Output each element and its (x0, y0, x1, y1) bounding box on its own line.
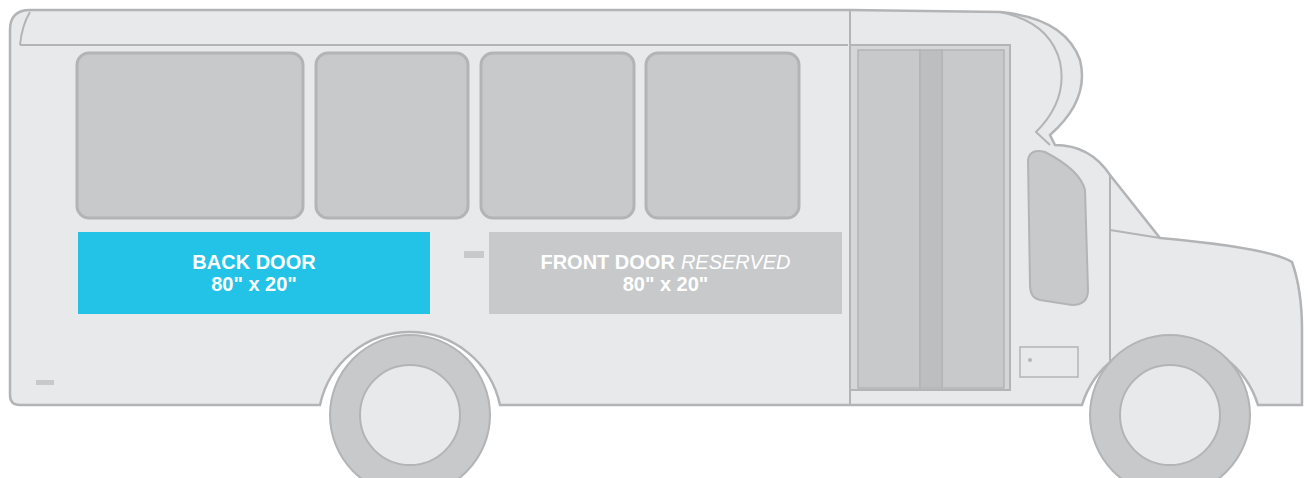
bus-body (10, 10, 1302, 405)
marker-light (36, 380, 54, 385)
panel-line: FRONT DOOR RESERVED (540, 251, 790, 273)
panel-text: 80" x 20" (623, 273, 709, 295)
door-panel (942, 50, 1004, 388)
window (316, 53, 468, 218)
window (646, 53, 799, 218)
panel-text: FRONT DOOR (540, 251, 674, 273)
panel-text: BACK DOOR (192, 251, 315, 273)
door-seam (920, 50, 942, 388)
window (481, 53, 634, 218)
wheel (330, 335, 490, 478)
step (850, 389, 1010, 391)
passenger-door (850, 45, 1010, 390)
door-handle-plate (1020, 347, 1078, 377)
panel-line: BACK DOOR (192, 251, 315, 273)
reserved-ad-panel: FRONT DOOR RESERVED80" x 20" (489, 232, 842, 314)
hub (1120, 365, 1220, 465)
marker-light (464, 251, 484, 258)
status-note: RESERVED (681, 251, 791, 273)
window (77, 53, 303, 218)
door-lock (1028, 358, 1032, 362)
wheel (1090, 335, 1250, 478)
cab-window (1028, 151, 1088, 305)
available-ad-panel: BACK DOOR80" x 20" (78, 232, 430, 314)
panel-text: 80" x 20" (211, 273, 297, 295)
panel-line: 80" x 20" (623, 273, 709, 295)
hub (360, 365, 460, 465)
panel-line: 80" x 20" (211, 273, 297, 295)
door-panel (858, 50, 920, 388)
roof-line (20, 12, 848, 45)
